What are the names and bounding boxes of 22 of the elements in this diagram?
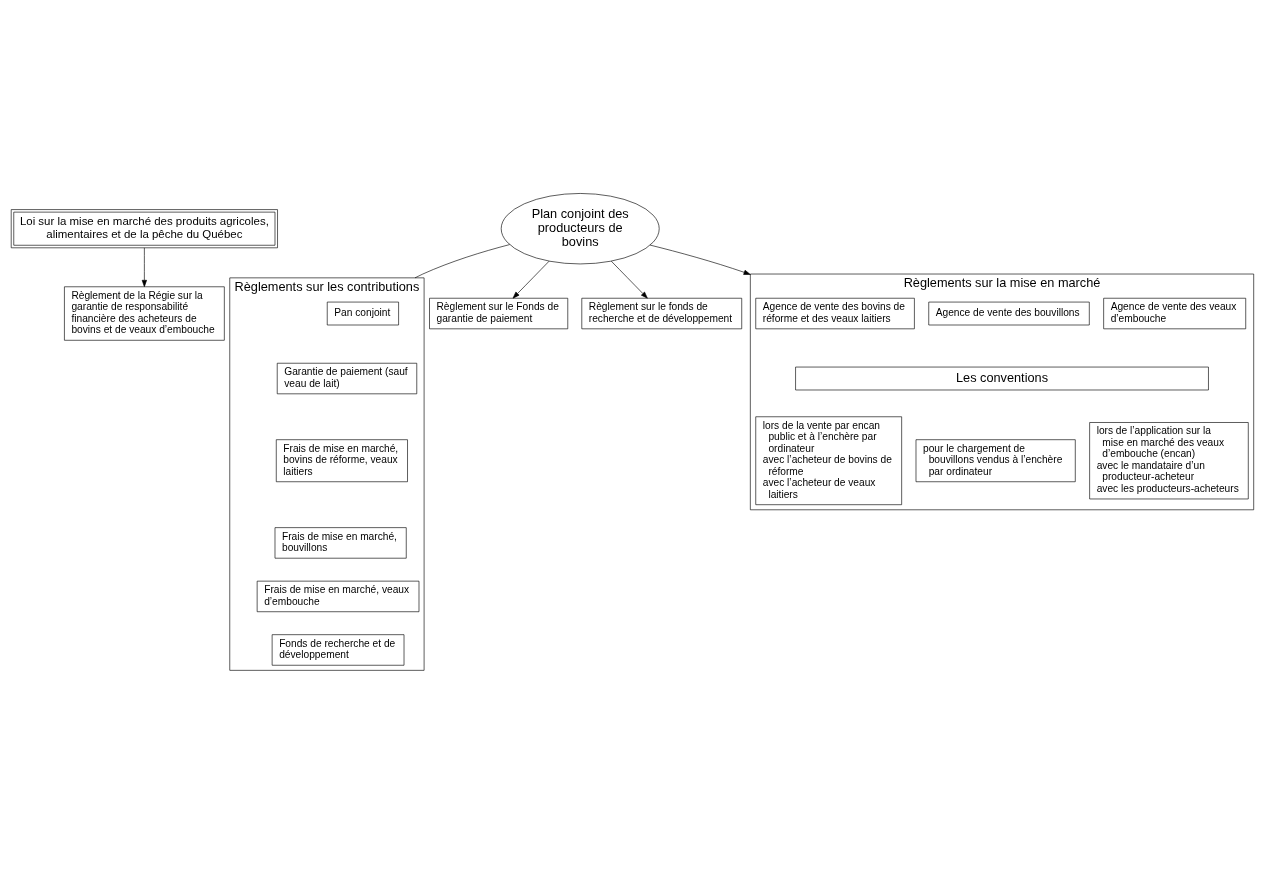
arrow — [141, 247, 147, 287]
node-box: Agence de vente des bovins de réforme et des veaux laitiers — [755, 297, 915, 330]
node-box: Agence de vente des bouvillons — [928, 301, 1090, 326]
node-box: Pan conjoint — [326, 301, 399, 326]
node-ellipse: Plan conjoint des producteurs de bovins — [500, 193, 660, 265]
node-box: lors de l’application sur la mise en marché des veaux d’embouche (encan) avec le mandataire d’un producteur-acheteur avec les producteurs-acheteurs — [1089, 422, 1249, 500]
node-box: Garantie de paiement (sauf veau de lait) — [276, 362, 418, 395]
node-box: Règlement sur le fonds de recherche et de développement — [581, 297, 743, 330]
arrow — [610, 260, 648, 299]
node-box: Frais de mise en marché, bovins de réforme, veaux laitiers — [275, 439, 408, 483]
node-box: Fonds de recherche et de développement — [271, 634, 405, 666]
node-box: Règlement de la Régie sur la garantie de responsabilité financière des acheteurs de bovins et de veaux d’embouche — [64, 286, 225, 341]
node-box: Les conventions — [795, 366, 1209, 391]
node-box: Règlement sur le Fonds de garantie de paiement — [429, 297, 569, 330]
node-box: pour le chargement de bouvillons vendus à l’enchère par ordinateur — [915, 439, 1076, 483]
node-box: Frais de mise en marché, bouvillons — [274, 527, 407, 559]
arrow — [649, 244, 751, 275]
node-box: Agence de vente des veaux d’embouche — [1103, 297, 1247, 330]
connector — [414, 244, 510, 279]
node-box: Frais de mise en marché, veaux d’embouche — [256, 580, 420, 613]
arrow — [512, 260, 550, 299]
node-box: lors de la vente par encan public et à l’enchère par ordinateur avec l’acheteur de bovins de réforme avec l’acheteur de veaux laitiers — [755, 416, 902, 505]
